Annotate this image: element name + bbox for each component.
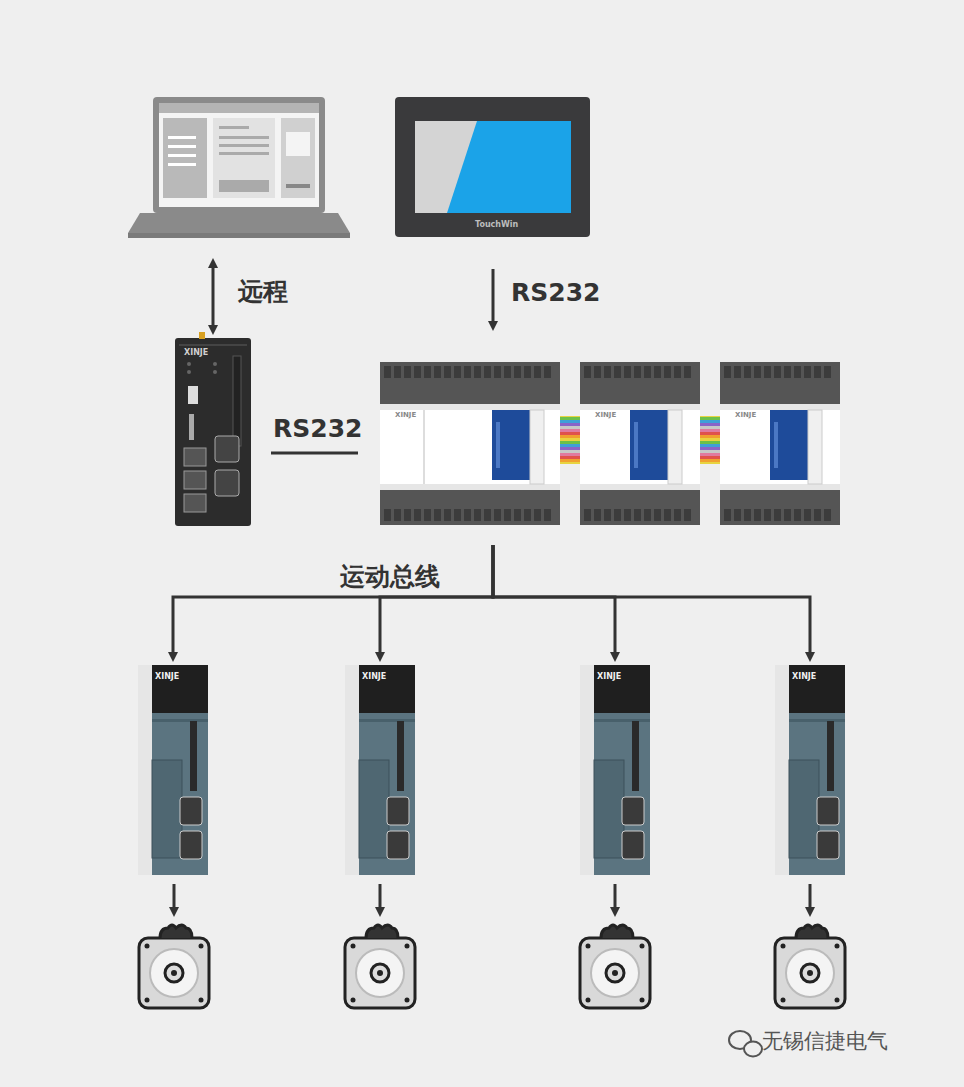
plc-main-unit: XINJE <box>380 362 560 525</box>
servo-drive: XINJE <box>138 665 208 875</box>
connector <box>493 545 810 657</box>
servo-drive: XINJE <box>580 665 650 875</box>
edge-label: RS232 <box>511 279 600 307</box>
hmi-touchscreen: TouchWin <box>395 97 590 237</box>
brand-text: XINJE <box>595 412 616 419</box>
servo-drive-art <box>775 665 845 875</box>
expansion-module-art <box>720 362 840 525</box>
expansion-module: XINJE <box>580 362 700 525</box>
brand-text: XINJE <box>184 349 208 357</box>
brand-text: XINJE <box>395 412 416 419</box>
servo-drive-art <box>138 665 208 875</box>
servo-drive: XINJE <box>345 665 415 875</box>
plc-main-unit-art <box>380 362 560 525</box>
expansion-module: XINJE <box>720 362 840 525</box>
hmi-touchscreen-art <box>395 97 590 237</box>
brand-text: XINJE <box>792 673 816 681</box>
remote-label: 远程 <box>238 278 288 306</box>
servo-drive-art <box>345 665 415 875</box>
connector <box>271 452 358 455</box>
connector <box>173 545 493 657</box>
bus-label: 运动总线 <box>340 563 440 591</box>
ribbon-cable <box>700 416 720 464</box>
connector <box>492 269 495 326</box>
servo-drive-art <box>580 665 650 875</box>
brand-text: XINJE <box>362 673 386 681</box>
brand-text: XINJE <box>155 673 179 681</box>
remote-arrow <box>212 263 215 330</box>
brand-text: XINJE <box>597 673 621 681</box>
connector <box>380 545 493 657</box>
edge-label: RS232 <box>273 415 362 443</box>
watermark: 无锡信捷电气 <box>762 1030 888 1053</box>
brand-text: TouchWin <box>475 221 518 229</box>
expansion-module-art <box>580 362 700 525</box>
iot-gateway-art <box>175 338 251 526</box>
wechat-icon <box>729 1031 762 1057</box>
iot-gateway: XINJE <box>175 338 251 526</box>
motors <box>139 884 845 1008</box>
brand-text: XINJE <box>735 412 756 419</box>
connector <box>493 545 615 657</box>
ribbon-cable <box>560 416 580 464</box>
laptop <box>128 97 350 238</box>
servo-drive: XINJE <box>775 665 845 875</box>
